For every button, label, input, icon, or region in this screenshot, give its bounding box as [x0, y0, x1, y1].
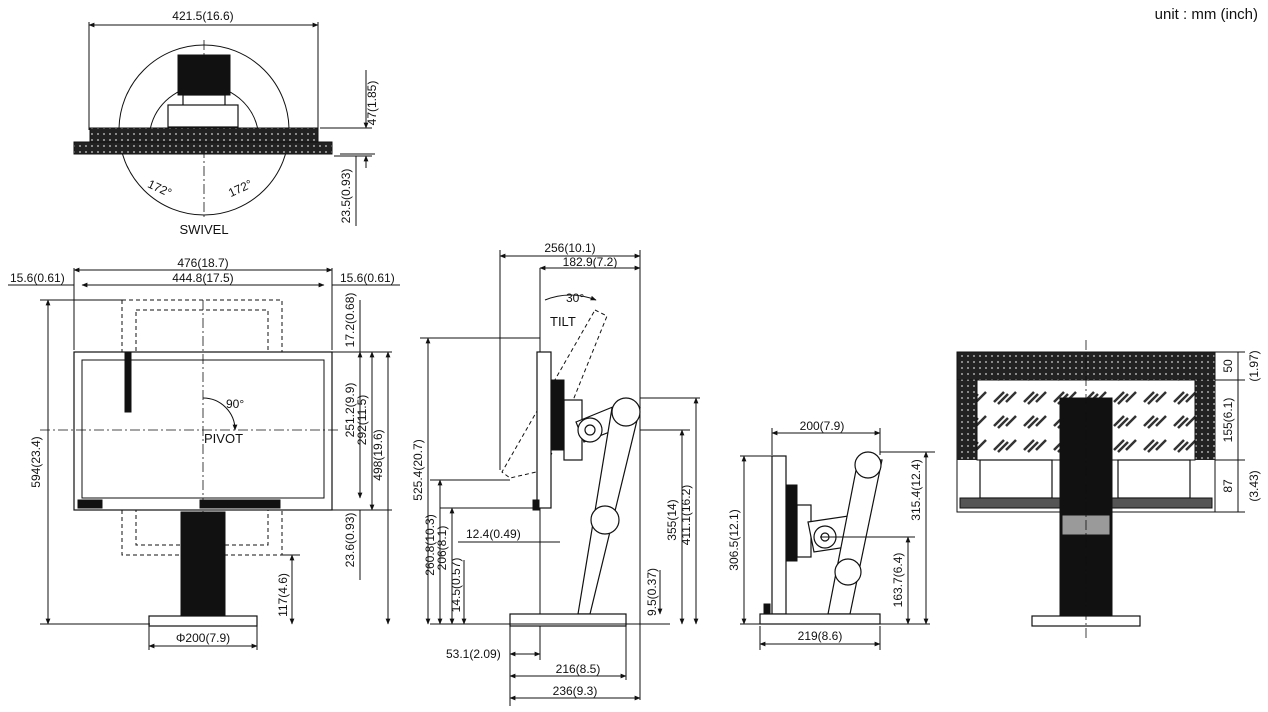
dim-h-14: 14.5(0.57) — [449, 558, 463, 613]
dim-side-upper: 182.9(7.2) — [563, 255, 618, 269]
dim-top-bezel: 17.2(0.68) — [343, 293, 357, 348]
swivel-right-angle: 172° — [226, 177, 255, 200]
tilt-angle: 30° — [566, 291, 584, 305]
dim-side-height: 525.4(20.7) — [411, 439, 425, 500]
dim-back-top-inch: (1.97) — [1247, 350, 1261, 381]
pivot-angle: 90° — [226, 397, 244, 411]
dim-low-width: 200(7.9) — [800, 419, 845, 433]
dim-bezel-right: 15.6(0.61) — [340, 271, 395, 285]
dim-h-206: 206(8.1) — [435, 526, 449, 571]
dim-low-height: 306.5(12.1) — [727, 509, 741, 570]
swivel-left-angle: 172° — [145, 177, 174, 200]
dim-height-total: 498(19.6) — [371, 429, 385, 480]
swivel-label: SWIVEL — [179, 222, 228, 237]
dim-top-offset: 23.5(0.93) — [339, 169, 353, 224]
back-view: 50 (1.97) 155(6.1) 87 (3.43) — [956, 340, 1261, 640]
dim-screen-width: 444.8(17.5) — [172, 271, 233, 285]
dim-h-411: 411.1(16.2) — [679, 485, 693, 546]
dim-bottom-bezel: 23.6(0.93) — [343, 513, 357, 568]
dim-low-315: 315.4(12.4) — [909, 459, 923, 520]
tilt-label: TILT — [550, 314, 576, 329]
pivot-label: PIVOT — [204, 431, 243, 446]
dim-screen-height: 292(11.5) — [355, 395, 369, 445]
unit-label: unit : mm (inch) — [1154, 6, 1258, 23]
dim-back-middle: 155(6.1) — [1221, 398, 1235, 443]
dim-back-bottom-inch: (3.43) — [1247, 470, 1261, 501]
dim-low-163: 163.7(6.4) — [891, 553, 905, 608]
dim-back-top: 50 — [1221, 359, 1235, 373]
side-view: 256(10.1) 182.9(7.2) 30° TILT 525.4(20.7… — [411, 241, 700, 706]
front-view: 476(18.7) 444.8(17.5) 15.6(0.61) 15.6(0.… — [8, 256, 400, 650]
dim-d-53: 53.1(2.09) — [446, 647, 501, 661]
dim-front-width: 476(18.7) — [177, 256, 228, 270]
dim-max-height: 594(23.4) — [29, 436, 43, 487]
dim-h-260: 260.8(10.3) — [423, 514, 437, 575]
dim-h-12: 12.4(0.49) — [466, 527, 521, 541]
dim-top-width: 421.5(16.6) — [172, 9, 233, 23]
dim-d-236: 236(9.3) — [553, 684, 598, 698]
top-view: 421.5(16.6) 47(1.85) 23.5(0.93) 172° 172… — [73, 9, 379, 237]
dim-low-base: 219(8.6) — [798, 629, 843, 643]
dim-top-depth: 47(1.85) — [365, 81, 379, 126]
dim-h-355: 355(14) — [665, 499, 679, 540]
dim-d-216: 216(8.5) — [556, 662, 601, 676]
dim-base-diameter: Φ200(7.9) — [176, 631, 230, 645]
side-low-view: 200(7.9) 306.5(12.1) 315.4(12.4) 163.7(6… — [727, 419, 935, 650]
dim-bezel-left: 15.6(0.61) — [10, 271, 65, 285]
dim-back-bottom: 87 — [1221, 479, 1235, 493]
dim-screen-half: 251.2(9.9) — [343, 383, 357, 438]
dim-base-clearance: 117(4.6) — [276, 573, 290, 617]
dim-h-95: 9.5(0.37) — [645, 568, 659, 616]
dim-side-depth: 256(10.1) — [544, 241, 595, 255]
